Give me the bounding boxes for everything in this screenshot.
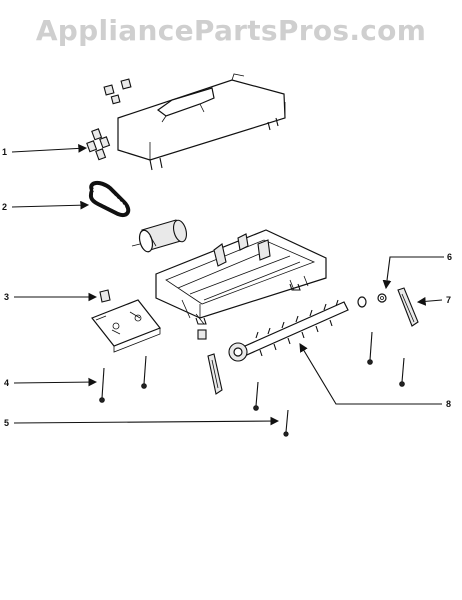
brush-roll-part bbox=[228, 299, 349, 362]
callout-4: 4 bbox=[4, 378, 9, 388]
screws-part bbox=[99, 331, 405, 411]
bumper-pad-part bbox=[99, 289, 111, 303]
side-strip-part bbox=[207, 353, 223, 395]
drive-belt-part bbox=[88, 181, 131, 217]
top-cover-part bbox=[117, 73, 286, 171]
bushings-part bbox=[86, 128, 111, 161]
brush-end-caps-part bbox=[357, 293, 387, 308]
spacer-part bbox=[197, 329, 207, 340]
callout-7: 7 bbox=[446, 295, 451, 305]
brush-strip-part bbox=[397, 287, 419, 327]
callout-6: 6 bbox=[447, 252, 452, 262]
motor-part bbox=[131, 219, 188, 253]
callout-1: 1 bbox=[2, 147, 7, 157]
callout-5: 5 bbox=[4, 418, 9, 428]
small-screw-part bbox=[283, 409, 289, 437]
callout-2: 2 bbox=[2, 202, 7, 212]
callout-8: 8 bbox=[446, 399, 451, 409]
cover-clips-part bbox=[103, 78, 132, 105]
bottom-plate-part bbox=[91, 299, 161, 353]
base-housing-part bbox=[155, 229, 327, 325]
leader-lines bbox=[11, 144, 444, 426]
watermark-text: AppliancePartsPros.com bbox=[35, 14, 427, 47]
callout-3: 3 bbox=[4, 292, 9, 302]
